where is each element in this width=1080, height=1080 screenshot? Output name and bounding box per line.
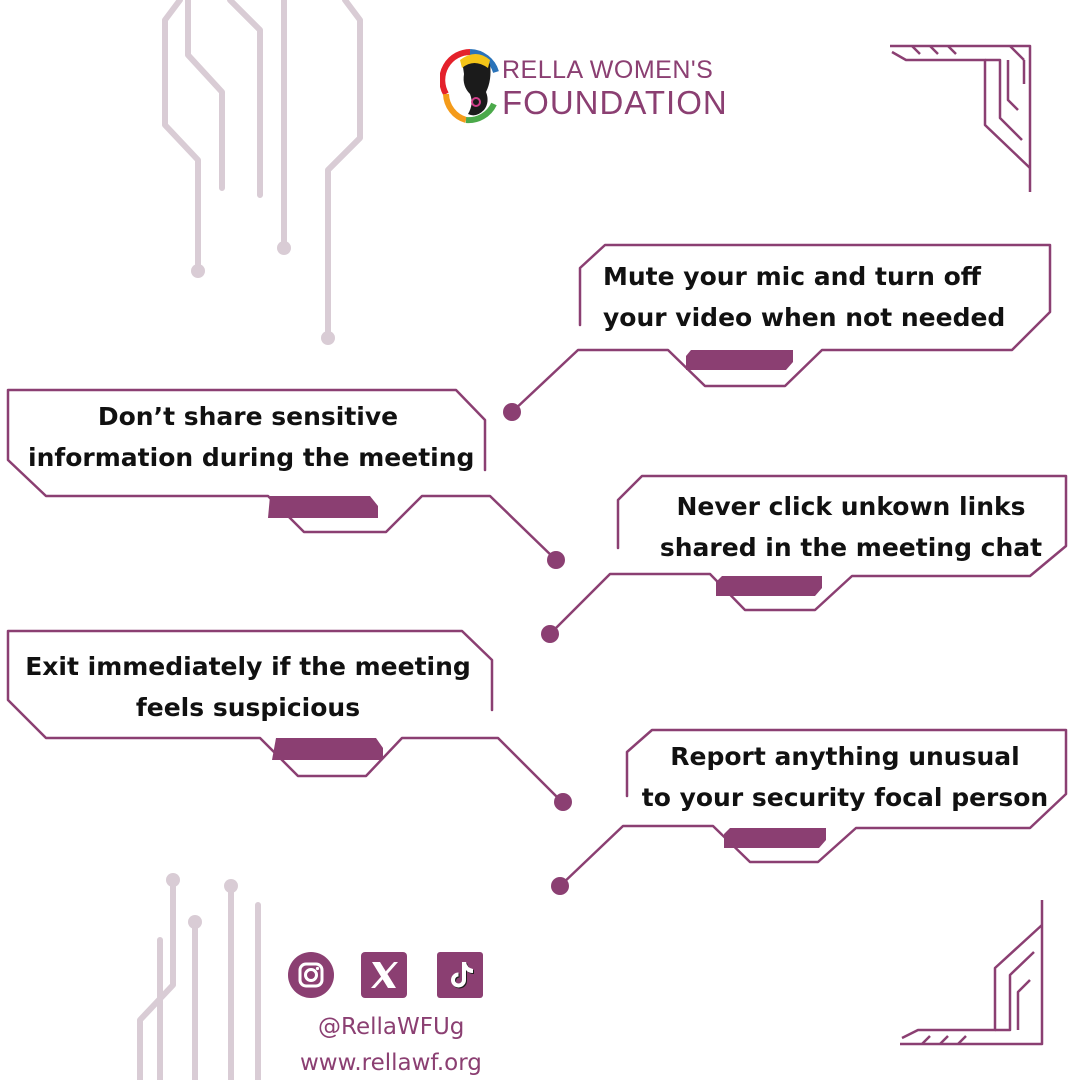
tip-line: Exit immediately if the meeting	[25, 652, 471, 681]
social-handle[interactable]: @RellaWFUg	[318, 1014, 465, 1040]
instagram-icon	[288, 952, 334, 998]
tip-line: Never click unkown links	[676, 492, 1026, 521]
tip-line: to your security focal person	[641, 783, 1049, 812]
tip-line: Report anything unusual	[670, 742, 1020, 771]
x-link[interactable]	[361, 952, 407, 998]
x-icon	[361, 952, 407, 998]
tip-line: your video when not needed	[603, 303, 1006, 332]
tip-line: Don’t share sensitive	[97, 402, 399, 431]
tip-unknown-links: Never click unkown links shared in the m…	[656, 486, 1046, 568]
tip-line: feels suspicious	[135, 693, 361, 722]
tiktok-link[interactable]	[437, 952, 483, 998]
tip-report-unusual: Report anything unusual to your security…	[636, 736, 1054, 818]
tip-line: Mute your mic and turn off	[603, 262, 982, 291]
tip-mute-mic: Mute your mic and turn off your video wh…	[603, 256, 1005, 338]
tip-no-sensitive-info: Don’t share sensitive information during…	[28, 396, 475, 478]
instagram-link[interactable]	[288, 952, 334, 998]
tip-line: information during the meeting	[28, 443, 475, 472]
brand-logo: RELLA WOMEN'S FOUNDATION	[440, 44, 760, 124]
tiktok-icon	[437, 952, 483, 998]
brand-name-line1: RELLA WOMEN'S	[502, 56, 714, 84]
brand-name-line2: FOUNDATION	[502, 84, 728, 121]
tip-exit-suspicious: Exit immediately if the meeting feels su…	[20, 646, 476, 728]
tip-line: shared in the meeting chat	[659, 533, 1043, 562]
website-link[interactable]: www.rellawf.org	[300, 1050, 482, 1076]
woman-silhouette-headwrap-icon	[440, 49, 499, 124]
